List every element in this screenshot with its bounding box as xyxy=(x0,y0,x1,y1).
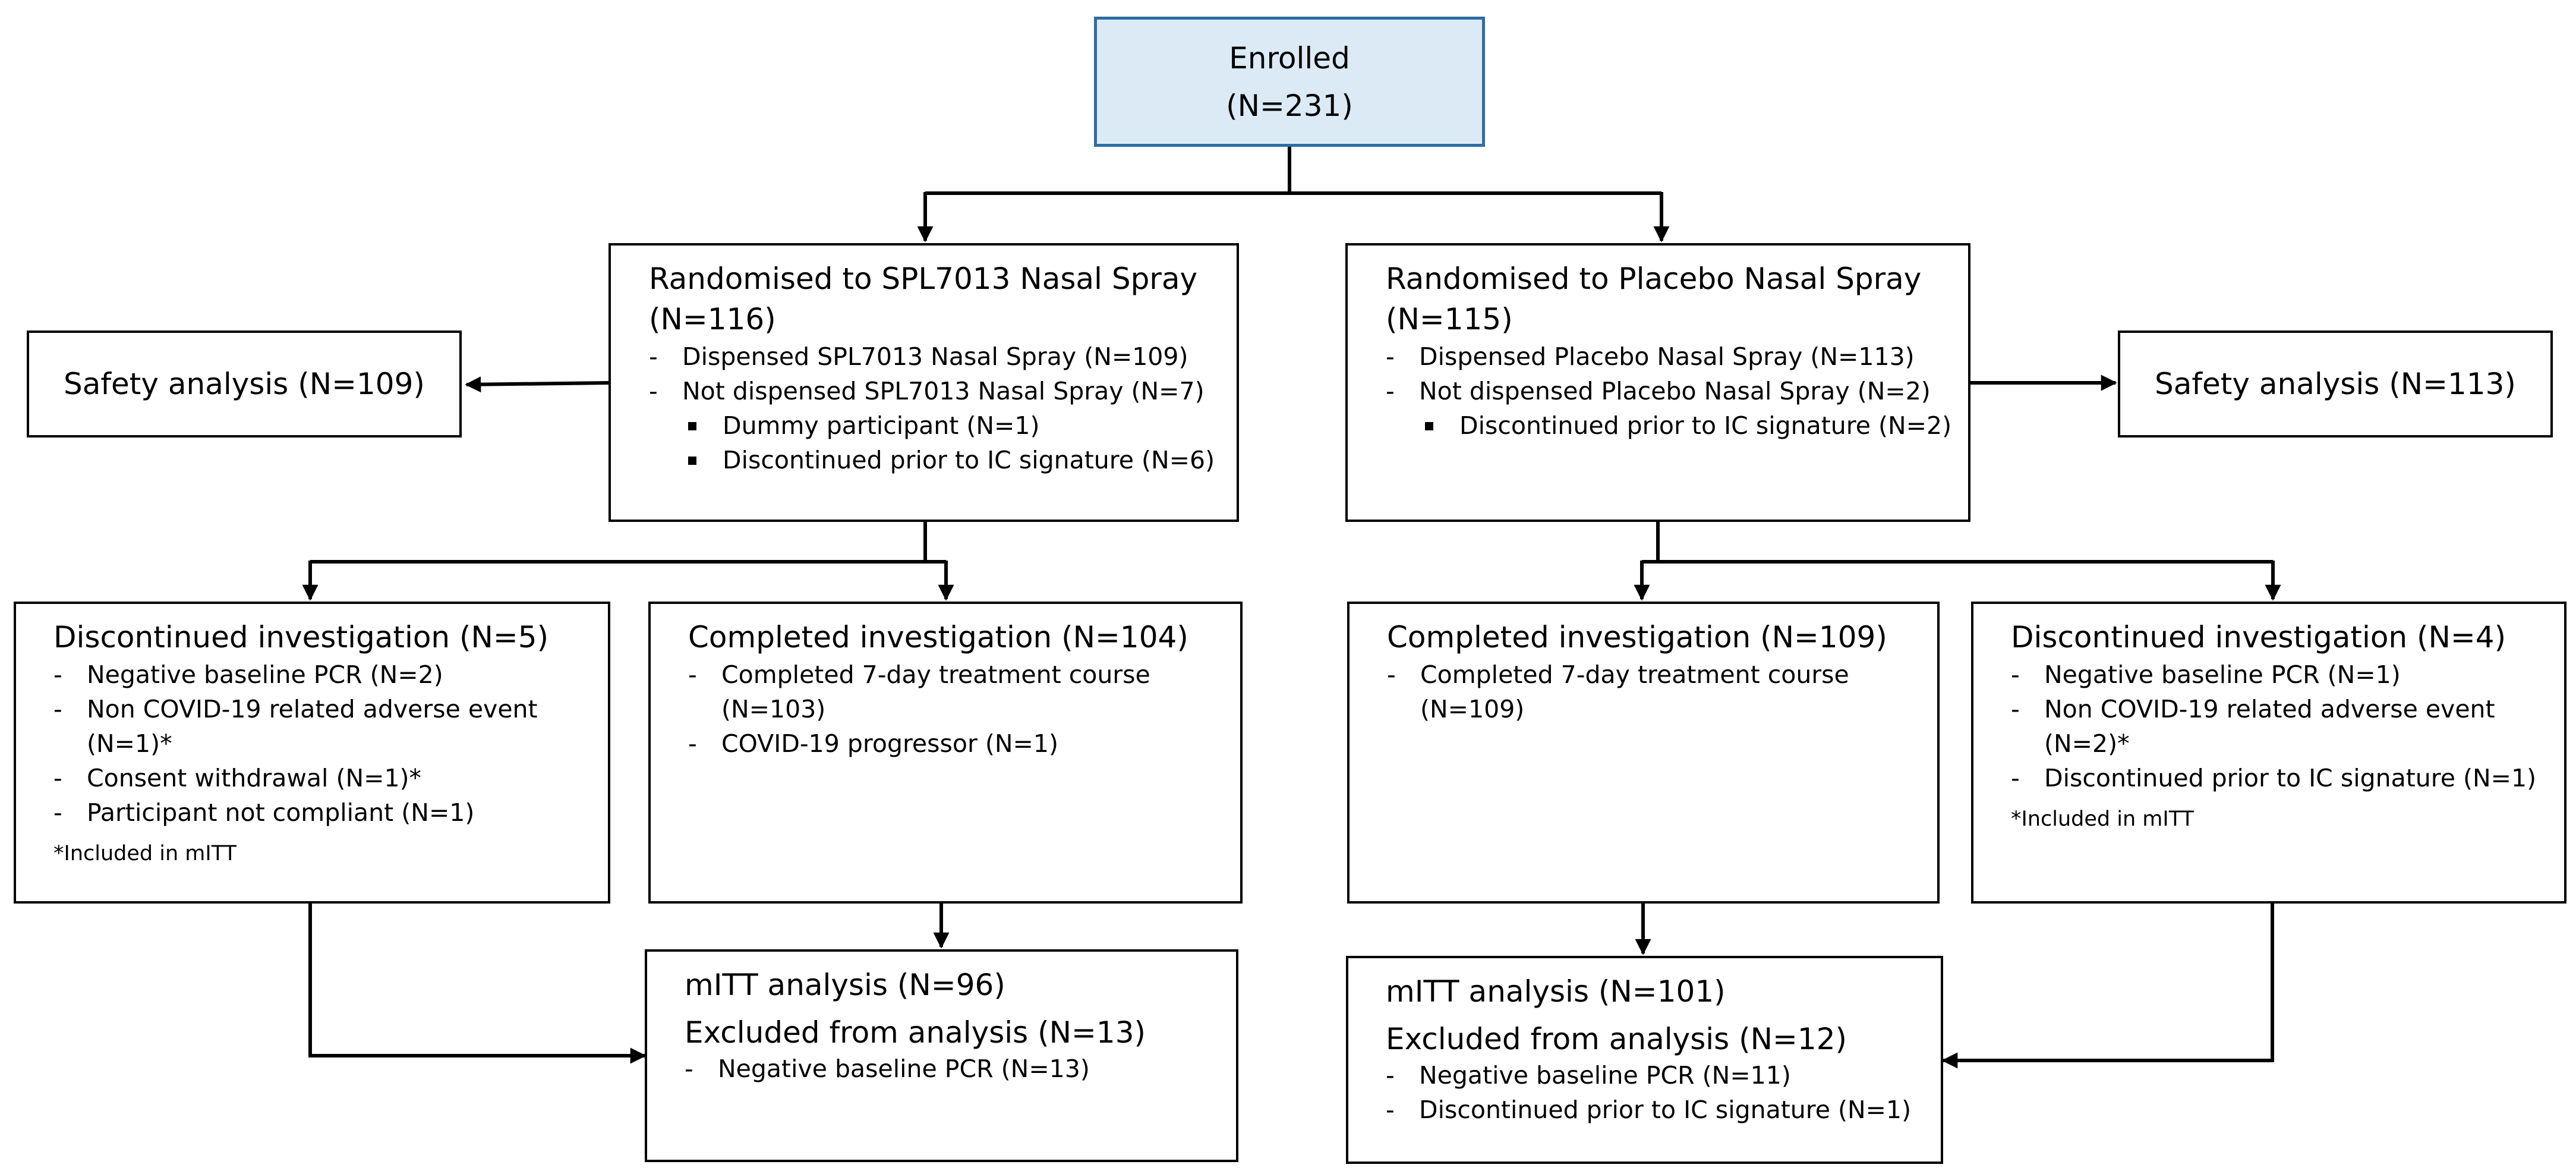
placebo-arm-count: (N=115) xyxy=(1386,302,1513,336)
discontinued-left-list: Negative baseline PCR (N=2) Non COVID-19… xyxy=(53,657,590,830)
list-item: Discontinued prior to IC signature (N=1) xyxy=(2011,761,2546,795)
list-item: Consent withdrawal (N=1)* xyxy=(53,761,590,795)
completed-right-list: Completed 7-day treatment course (N=109) xyxy=(1387,657,1919,726)
completed-left-box: Completed investigation (N=104) Complete… xyxy=(648,602,1243,904)
list-item: Discontinued prior to IC signature (N=1) xyxy=(1386,1093,1923,1127)
list-item: Not dispensed Placebo Nasal Spray (N=2) xyxy=(1386,374,1950,408)
mitt-left-box: mITT analysis (N=96) Excluded from analy… xyxy=(645,949,1238,1162)
spl-split-line xyxy=(310,522,946,564)
mitt-left-title: mITT analysis (N=96) xyxy=(685,968,1005,1002)
footnote: *Included in mITT xyxy=(53,842,237,865)
footnote: *Included in mITT xyxy=(2011,807,2194,831)
enrolled-count: (N=231) xyxy=(1226,88,1353,123)
discontinued-right-box: Discontinued investigation (N=4) Negativ… xyxy=(1971,602,2566,904)
completed-left-list: Completed 7-day treatment course (N=103)… xyxy=(688,657,1222,761)
list-item: COVID-19 progressor (N=1) xyxy=(688,726,1222,761)
arrow-to-safety-left xyxy=(465,376,609,393)
list-item: Completed 7-day treatment course xyxy=(1387,657,1919,692)
list-item: Dispensed Placebo Nasal Spray (N=113) xyxy=(1386,339,1950,374)
list-subitem: Dummy participant (N=1) xyxy=(649,408,1219,443)
list-item: Negative baseline PCR (N=11) xyxy=(1386,1058,1923,1093)
list-item: Negative baseline PCR (N=13) xyxy=(685,1052,1218,1086)
arrow-disc-left-to-mitt xyxy=(308,904,647,1064)
completed-right-box: Completed investigation (N=109) Complete… xyxy=(1347,602,1940,904)
safety-analysis-right-label: Safety analysis (N=113) xyxy=(2155,367,2516,401)
list-item: Non COVID-19 related adverse event xyxy=(53,692,590,726)
excluded-right-title: Excluded from analysis (N=12) xyxy=(1386,1022,1847,1056)
list-item: Non COVID-19 related adverse event xyxy=(2011,692,2546,726)
list-subitem: Discontinued prior to IC signature (N=6) xyxy=(649,443,1219,477)
list-item: Negative baseline PCR (N=1) xyxy=(2011,657,2546,692)
safety-analysis-right-box: Safety analysis (N=113) xyxy=(2118,331,2553,438)
mitt-right-title: mITT analysis (N=101) xyxy=(1386,974,1726,1009)
list-item-continuation: (N=1)* xyxy=(87,729,172,758)
list-item-continuation: (N=2)* xyxy=(2044,729,2130,758)
spl-arm-box: Randomised to SPL7013 Nasal Spray (N=116… xyxy=(608,243,1239,522)
spl-arm-count: (N=116) xyxy=(649,302,776,336)
placebo-arm-box: Randomised to Placebo Nasal Spray (N=115… xyxy=(1345,243,1970,522)
safety-analysis-left-label: Safety analysis (N=109) xyxy=(64,367,425,401)
list-item-continuation: (N=109) xyxy=(1420,695,1525,723)
enrolled-split-line xyxy=(925,147,1661,195)
enrolled-box: Enrolled (N=231) xyxy=(1094,17,1485,147)
list-item: Not dispensed SPL7013 Nasal Spray (N=7) xyxy=(649,374,1219,408)
excluded-left-list: Negative baseline PCR (N=13) xyxy=(685,1052,1218,1086)
mitt-right-box: mITT analysis (N=101) Excluded from anal… xyxy=(1346,956,1943,1164)
list-item: Completed 7-day treatment course xyxy=(688,657,1222,692)
list-item: Negative baseline PCR (N=2) xyxy=(53,657,590,692)
completed-left-title: Completed investigation (N=104) xyxy=(688,620,1188,654)
list-item: Dispensed SPL7013 Nasal Spray (N=109) xyxy=(649,339,1219,374)
placebo-arm-title: Randomised to Placebo Nasal Spray xyxy=(1386,262,1922,296)
arrow-disc-right-to-mitt xyxy=(1941,904,2274,1069)
placebo-arm-list: Dispensed Placebo Nasal Spray (N=113) No… xyxy=(1386,339,1951,443)
discontinued-left-box: Discontinued investigation (N=5) Negativ… xyxy=(14,602,610,904)
enrolled-title: Enrolled xyxy=(1229,40,1350,75)
list-subitem: Discontinued prior to IC signature (N=2) xyxy=(1386,408,1951,443)
discontinued-right-list: Negative baseline PCR (N=1) Non COVID-19… xyxy=(2011,657,2546,795)
spl-arm-title: Randomised to SPL7013 Nasal Spray xyxy=(649,262,1198,296)
discontinued-left-title: Discontinued investigation (N=5) xyxy=(53,620,549,654)
discontinued-right-title: Discontinued investigation (N=4) xyxy=(2011,620,2506,654)
safety-analysis-left-box: Safety analysis (N=109) xyxy=(27,331,462,438)
placebo-split-line xyxy=(1642,522,2273,564)
list-item-continuation: (N=103) xyxy=(721,695,826,723)
excluded-left-title: Excluded from analysis (N=13) xyxy=(685,1015,1146,1050)
excluded-right-list: Negative baseline PCR (N=11) Discontinue… xyxy=(1386,1058,1923,1127)
list-item: Participant not compliant (N=1) xyxy=(53,795,590,830)
spl-arm-list: Dispensed SPL7013 Nasal Spray (N=109) No… xyxy=(649,339,1219,477)
completed-right-title: Completed investigation (N=109) xyxy=(1387,620,1887,654)
